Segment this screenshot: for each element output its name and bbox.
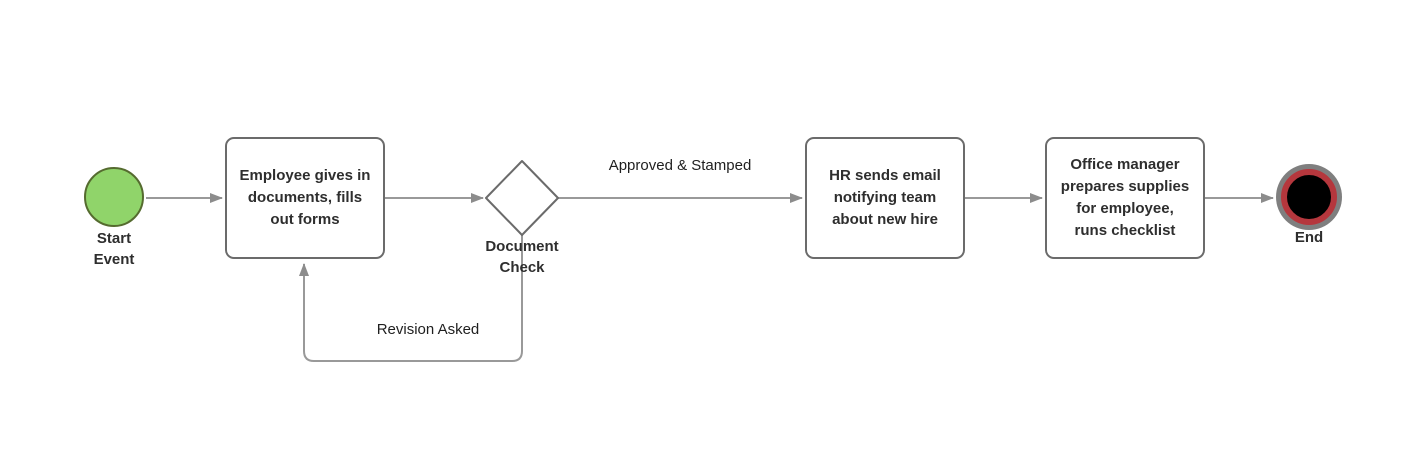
end-event-label: End <box>1294 229 1324 246</box>
task-employee-documents: Employee gives in documents, fills out f… <box>225 137 385 259</box>
start-event-circle <box>84 167 144 227</box>
edge-label-revision-asked: Revision Asked <box>376 321 480 338</box>
edge-label-approved-stamped: Approved & Stamped <box>608 157 752 174</box>
task-office-supplies: Office manager prepares supplies for emp… <box>1045 137 1205 259</box>
gateway-diamond <box>485 160 559 236</box>
start-event-label: Start Event <box>93 230 135 268</box>
end-event-circle <box>1281 169 1337 225</box>
arrow-revision-loop <box>299 235 523 362</box>
gateway-document-check-label: Document Check <box>485 238 559 276</box>
task-hr-email: HR sends email notifying team about new … <box>805 137 965 259</box>
